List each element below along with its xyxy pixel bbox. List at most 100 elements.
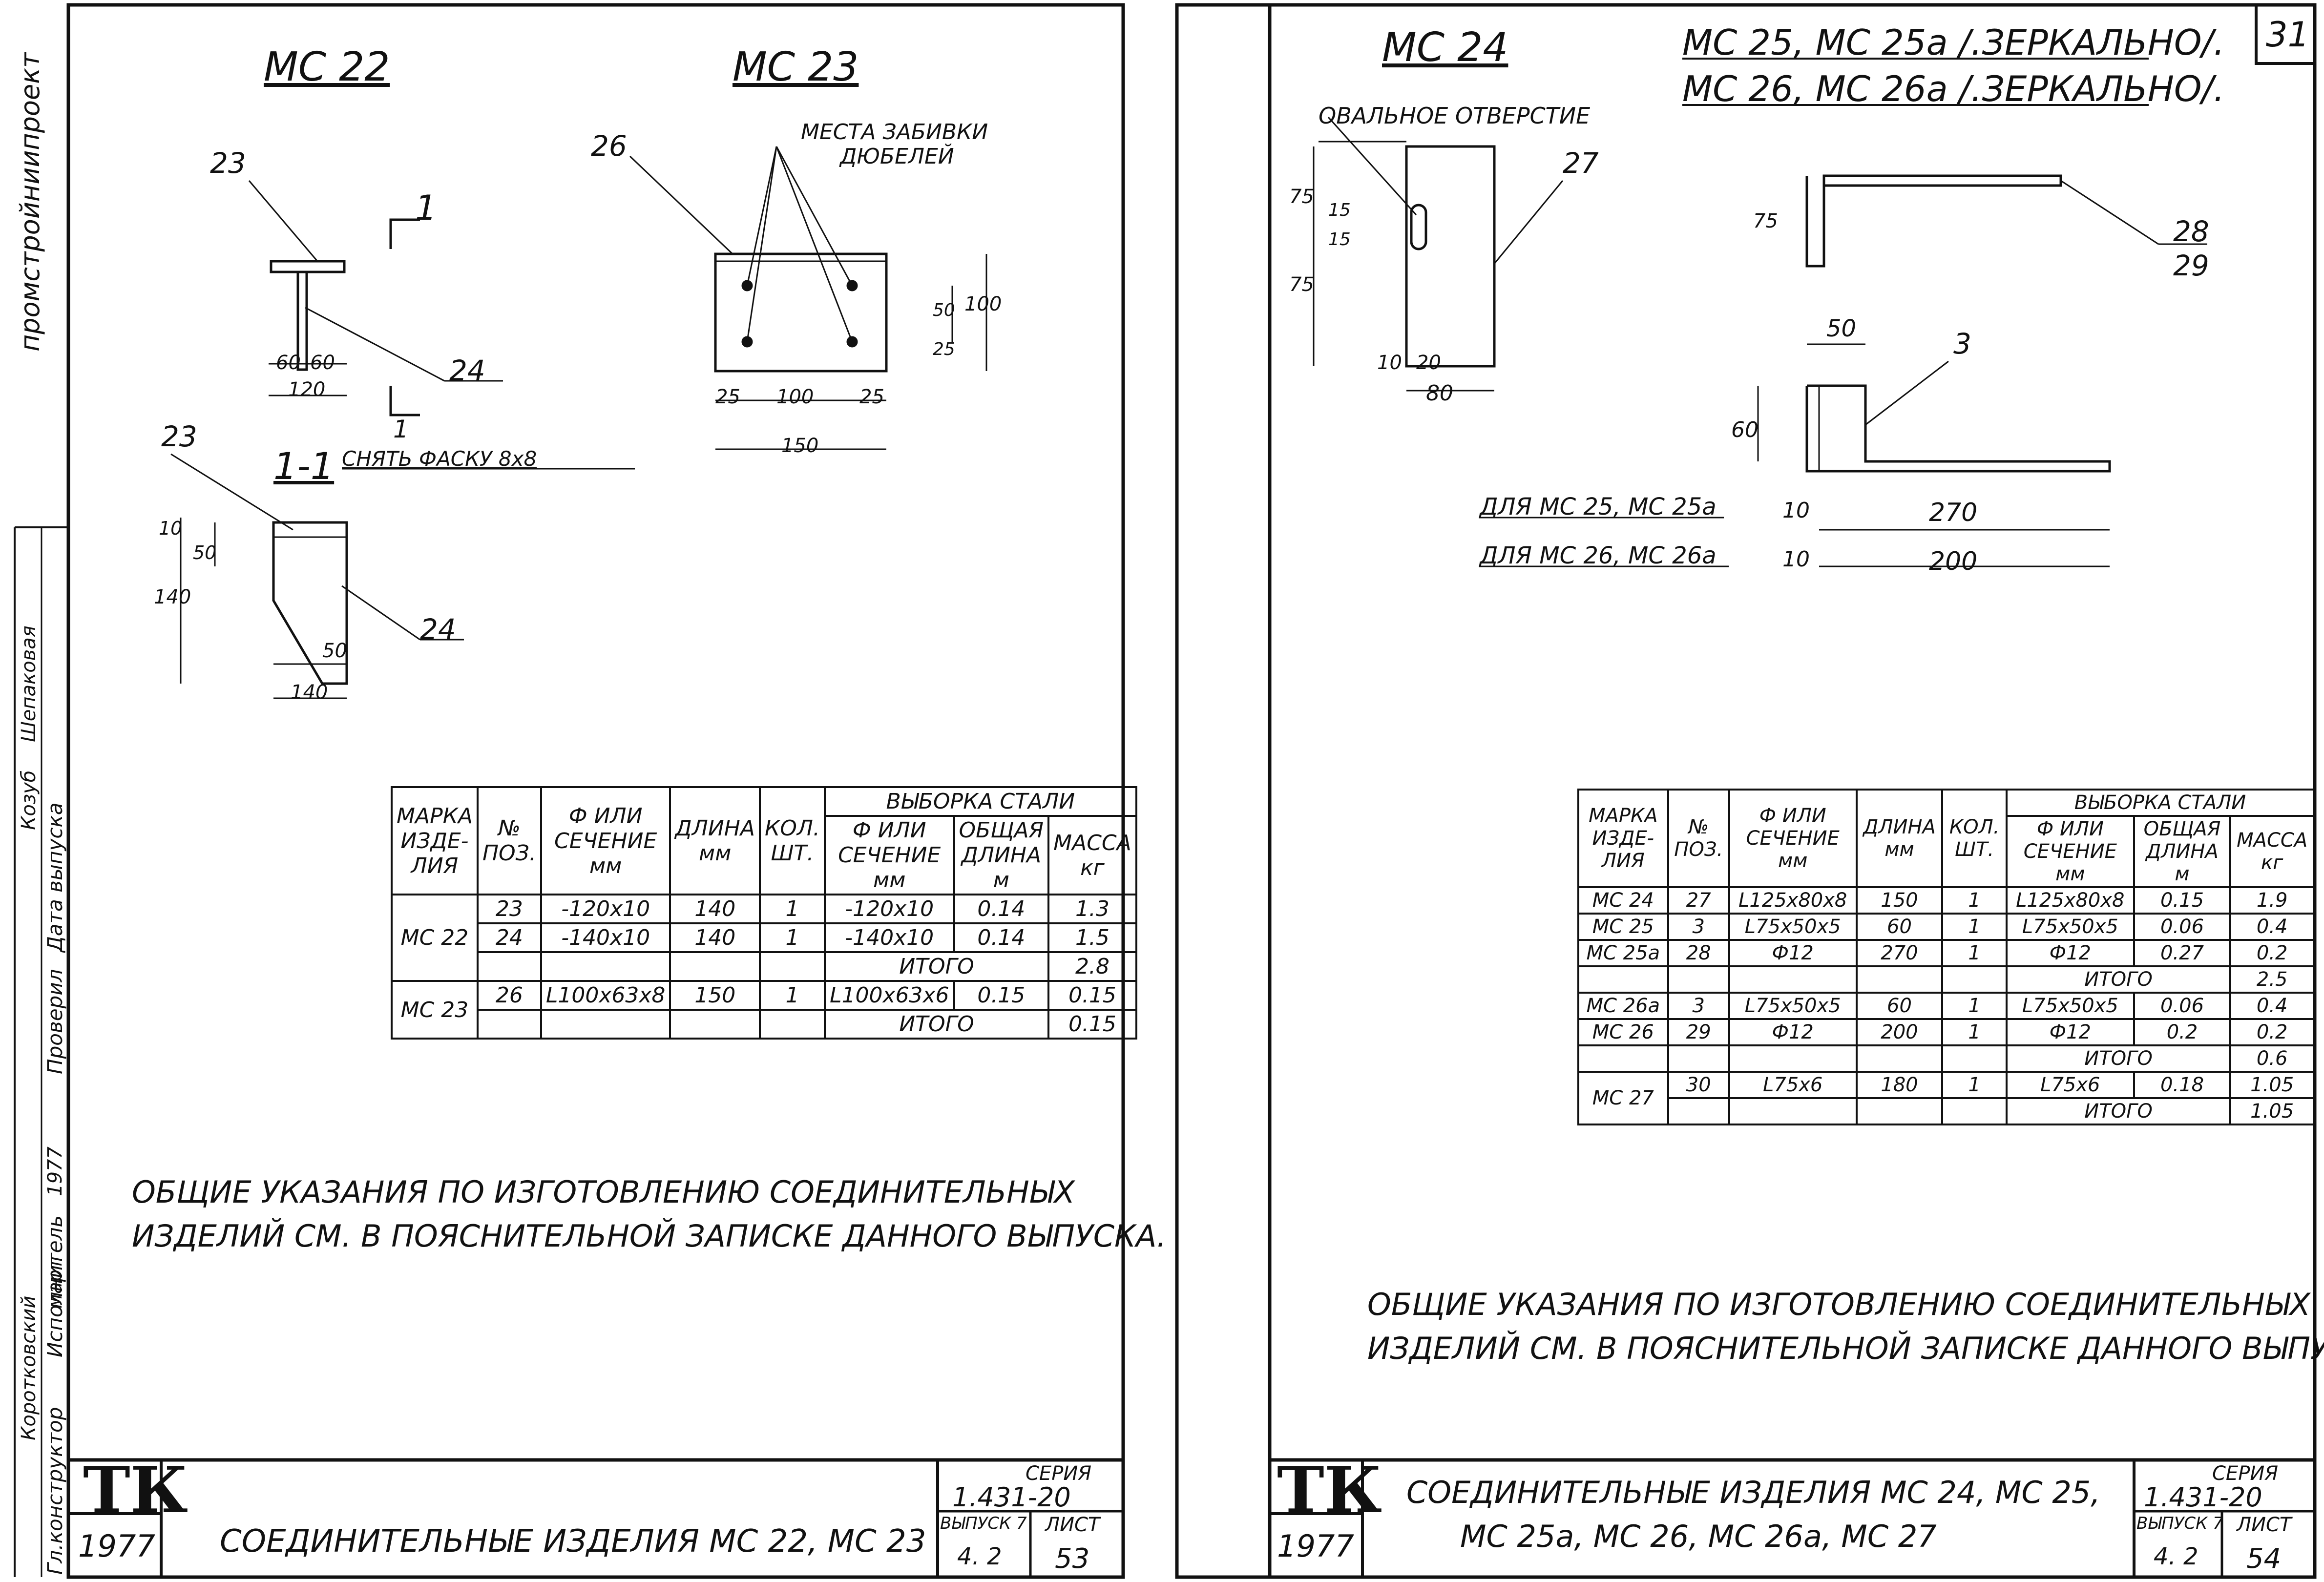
dim-mc25-50: 50 (1826, 315, 1857, 342)
dim-mc25-270: 270 (1929, 498, 1978, 527)
stamp-issue-left: 4. 2 (957, 1543, 1002, 1570)
dim-sec-50a: 50 (193, 542, 217, 563)
side-org: промстройниипроект (15, 52, 45, 352)
dim-mc25-10b: 10 (1782, 547, 1810, 572)
dim-mc22-60a: 60 (276, 352, 301, 374)
th-steel-mass: МАССА кг (1047, 815, 1137, 895)
side-role-4: Дата выпуска (43, 802, 67, 952)
side-name-3: Шепаковая (18, 625, 40, 742)
stamp-name-left: СОЕДИНИТЕЛЬНЫЕ ИЗДЕЛИЯ МС 22, МС 23 (220, 1523, 926, 1560)
th-steel-mass: МАССА кг (2229, 815, 2315, 888)
pos-24-plan: 24 (449, 354, 485, 387)
dim-mc23-25b: 25 (859, 386, 884, 408)
dim-sec-50b: 50 (322, 640, 347, 662)
dim-mc24-15b: 15 (1328, 229, 1351, 250)
cut-mark-bottom: 1 (393, 415, 409, 443)
th-mark: МАРКА ИЗДЕ-ЛИЯ (391, 786, 479, 895)
stamp-series-label-left: СЕРИЯ (1026, 1462, 1092, 1485)
th-pos: № ПОЗ. (476, 786, 542, 895)
dim-mc24-75a: 75 (1289, 186, 1314, 208)
general-note-left-2: ИЗДЕЛИЙ СМ. В ПОЯСНИТЕЛЬНОЙ ЗАПИСКЕ ДАНН… (132, 1218, 1167, 1254)
stamp-series-right: 1.431-20 (2144, 1482, 2262, 1513)
dim-mc25-10a: 10 (1782, 498, 1810, 523)
dim-mc22-60b: 60 (310, 352, 335, 374)
side-role-3: Проверил (43, 969, 67, 1074)
pos-24-section: 24 (420, 613, 456, 646)
th-section: Ф ИЛИ СЕЧЕНИЕ мм (540, 786, 671, 895)
th-section: Ф ИЛИ СЕЧЕНИЕ мм (1728, 789, 1858, 888)
title-mc22: МС 22 (264, 44, 390, 90)
dowel-note-1: МЕСТА ЗАБИВКИ (801, 120, 988, 145)
dim-mc23-100: 100 (776, 386, 814, 408)
th-qty: КОЛ. ШТ. (1941, 789, 2008, 888)
stamp-issue-label-left: ВЫПУСК 7 (940, 1514, 1027, 1533)
dim-mc24-75b: 75 (1289, 273, 1314, 296)
title-mc26: МС 26, МС 26а /.ЗЕРКАЛЬНО/. (1682, 68, 2225, 109)
pos-23-section: 23 (161, 420, 197, 453)
title-mc24: МС 24 (1382, 24, 1508, 71)
dowel-note-2: ДЮБЕЛЕЙ (840, 144, 954, 169)
dim-mc23-150: 150 (781, 435, 819, 457)
stamp-series-left: 1.431-20 (952, 1482, 1071, 1513)
dim-mc25-200: 200 (1929, 547, 1978, 576)
pos-23-plan: 23 (210, 146, 246, 180)
dim-mc24-20: 20 (1416, 352, 1441, 374)
stamp-sheet-left: 53 (1055, 1543, 1090, 1575)
th-steel: ВЫБОРКА СТАЛИ (2005, 789, 2315, 817)
dim-mc25-75: 75 (1753, 210, 1778, 232)
th-steel-section: Ф ИЛИ СЕЧЕНИЕ мм (823, 815, 955, 895)
pos-28: 28 (2173, 215, 2209, 248)
th-qty: КОЛ. ШТ. (758, 786, 826, 895)
general-note-left-1: ОБЩИЕ УКАЗАНИЯ ПО ИЗГОТОВЛЕНИЮ СОЕДИНИТЕ… (132, 1174, 1075, 1210)
dim-mc25-60: 60 (1731, 417, 1759, 442)
stamp-tk-left: ТК (83, 1453, 188, 1527)
for-mc26: ДЛЯ МС 26, МС 26а (1480, 542, 1717, 569)
side-name-2: Козуб (18, 770, 40, 830)
general-note-right-1: ОБЩИЕ УКАЗАНИЯ ПО ИЗГОТОВЛЕНИЮ СОЕДИНИТЕ… (1367, 1287, 2310, 1322)
dim-mc24-10: 10 (1377, 352, 1402, 374)
stamp-sheet-label-right: ЛИСТ (2237, 1514, 2292, 1536)
dim-sec-140a: 140 (154, 586, 191, 608)
stamp-tk-right: ТК (1277, 1453, 1382, 1527)
dim-mc24-15a: 15 (1328, 200, 1351, 220)
dim-mc23-100v: 100 (964, 293, 1002, 315)
cut-mark-top: 1 (415, 188, 437, 228)
dim-sec-10: 10 (159, 518, 183, 539)
steel-table-right: МАРКА ИЗДЕ-ЛИЯ № ПОЗ. Ф ИЛИ СЕЧЕНИЕ мм Д… (1577, 789, 2315, 1125)
title-mc23: МС 23 (733, 44, 859, 90)
chamfer-note: СНЯТЬ ФАСКУ 8х8 (342, 447, 537, 471)
pos-26: 26 (591, 129, 627, 163)
th-pos: № ПОЗ. (1667, 789, 1730, 888)
stamp-name-right-1: СОЕДИНИТЕЛЬНЫЕ ИЗДЕЛИЯ МС 24, МС 25, (1406, 1475, 2100, 1510)
stamp-issue-label-right: ВЫПУСК 7 (2136, 1514, 2223, 1533)
side-name-1: Коротковский (18, 1295, 40, 1440)
th-steel-length: ОБЩАЯ ДЛИНА м (953, 815, 1050, 895)
sheet-number: 31 (2266, 15, 2310, 55)
pos-29: 29 (2173, 249, 2209, 282)
dim-mc22-120: 120 (288, 378, 326, 401)
for-mc25: ДЛЯ МС 25, МС 25а (1480, 493, 1717, 520)
dim-mc24-80: 80 (1426, 381, 1453, 406)
stamp-year-left: 1977 (78, 1528, 155, 1564)
stamp-year-right: 1977 (1277, 1528, 1354, 1564)
steel-table-left: МАРКА ИЗДЕ-ЛИЯ № ПОЗ. Ф ИЛИ СЕЧЕНИЕ мм Д… (391, 786, 1137, 1040)
dim-sec-140b: 140 (291, 681, 328, 704)
side-date: 1977 (44, 1146, 66, 1196)
stamp-sheet-right: 54 (2246, 1543, 2282, 1575)
th-steel: ВЫБОРКА СТАЛИ (823, 786, 1137, 817)
